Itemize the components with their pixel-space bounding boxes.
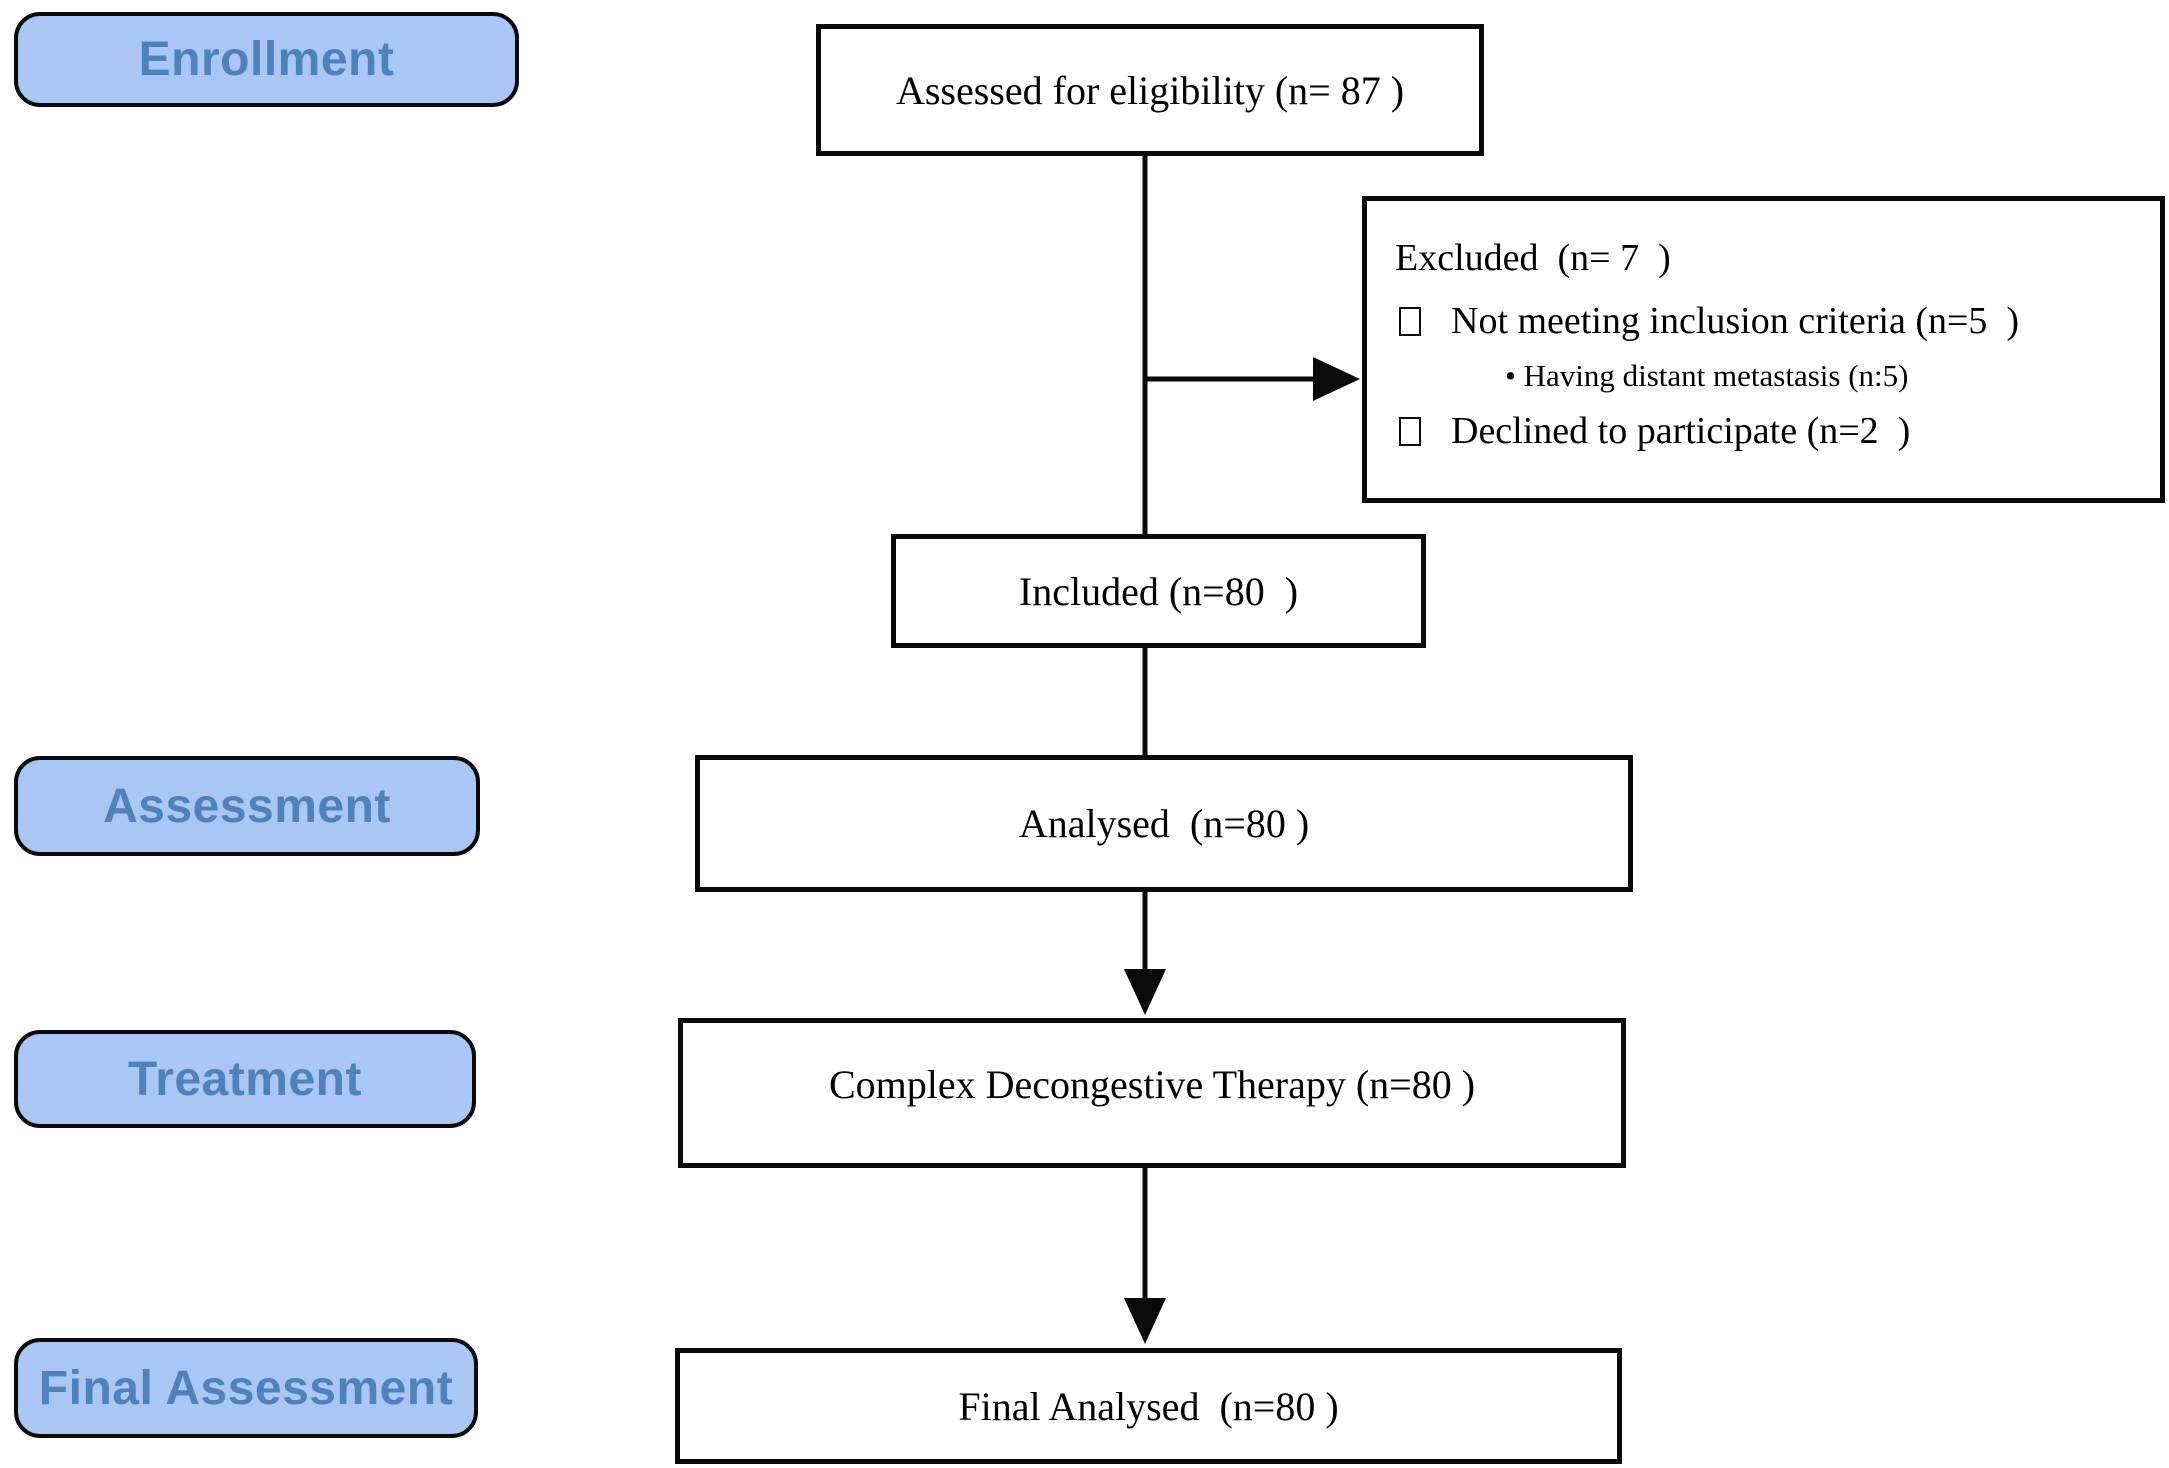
box-assessed-eligibility: Assessed for eligibility (n= 87 ) xyxy=(816,24,1484,156)
stage-label-treatment: Treatment xyxy=(14,1030,476,1128)
stage-label-final-assessment: Final Assessment xyxy=(14,1338,478,1438)
excluded-item-1: Not meeting inclusion criteria (n=5 ) xyxy=(1395,291,2144,351)
final-arrowhead-icon xyxy=(1124,1298,1166,1344)
square-bullet-icon xyxy=(1399,306,1421,336)
box-analysed: Analysed (n=80 ) xyxy=(695,755,1633,892)
final-analysed-text: Final Analysed (n=80 ) xyxy=(958,1383,1339,1429)
treatment-text: Complex Decongestive Therapy (n=80 ) xyxy=(828,1062,1476,1107)
excluded-item-2: Declined to participate (n=2 ) xyxy=(1395,401,2144,461)
box-included: Included (n=80 ) xyxy=(891,534,1426,648)
box-excluded: Excluded (n= 7 ) Not meeting inclusion c… xyxy=(1362,196,2165,503)
box-treatment: Complex Decongestive Therapy (n=80 ) xyxy=(678,1018,1626,1168)
excluded-item-1-text: Not meeting inclusion criteria (n=5 ) xyxy=(1451,300,2020,342)
stage-label-assessment: Assessment xyxy=(14,756,480,856)
square-bullet-icon xyxy=(1399,416,1421,446)
analysed-text: Analysed (n=80 ) xyxy=(1018,801,1310,846)
included-text: Included (n=80 ) xyxy=(1018,568,1299,614)
excluded-item-2-text: Declined to participate (n=2 ) xyxy=(1451,410,1911,452)
box-final-analysed: Final Analysed (n=80 ) xyxy=(675,1348,1622,1464)
assessed-eligibility-text: Assessed for eligibility (n= 87 ) xyxy=(895,67,1405,113)
stage-label-enrollment: Enrollment xyxy=(14,12,519,107)
excluded-title: Excluded (n= 7 ) xyxy=(1395,237,1671,279)
treatment-arrowhead-icon xyxy=(1124,969,1166,1015)
excluded-arrowhead-icon xyxy=(1313,357,1360,401)
excluded-item-1-sub: • Having distant metastasis (n:5) xyxy=(1505,358,1909,393)
